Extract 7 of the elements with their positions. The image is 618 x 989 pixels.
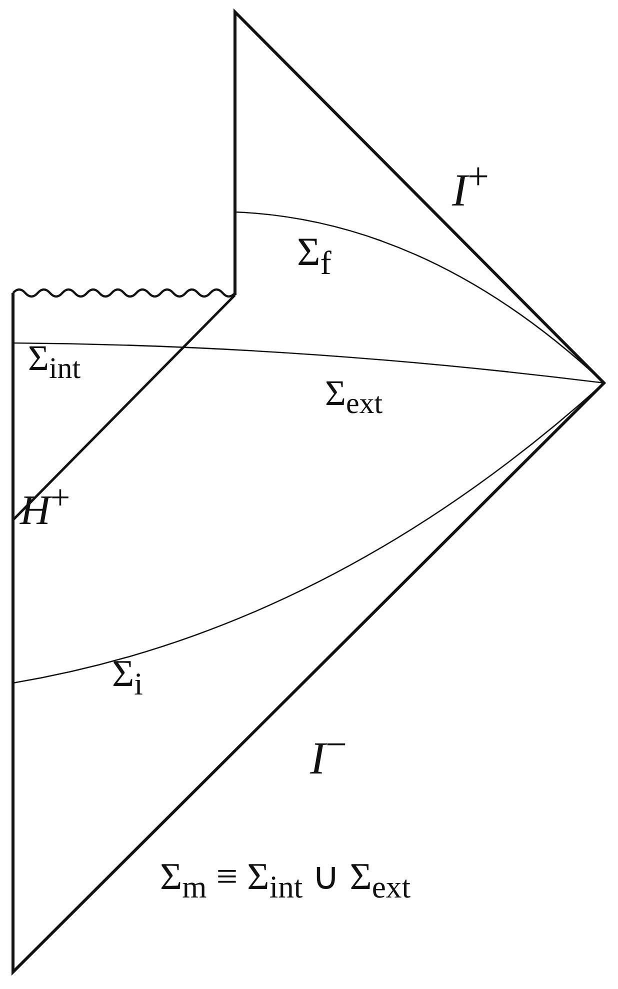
surface-label: Σ$_{f}$ — [297, 232, 332, 280]
surface-label: Σ$_{i}$ — [112, 655, 143, 700]
equation: Σ$_{m}$ ≡ Σ$_{int}$ ∪ Σ$_{ext}$ — [160, 858, 411, 904]
surface-label: Σ$_{ext}$ — [325, 375, 383, 420]
boundary-label: I$^{−}$ — [310, 726, 347, 782]
boundary-label: I$^{+}$ — [452, 158, 489, 214]
surface-label: Σ$_{int}$ — [28, 340, 81, 384]
